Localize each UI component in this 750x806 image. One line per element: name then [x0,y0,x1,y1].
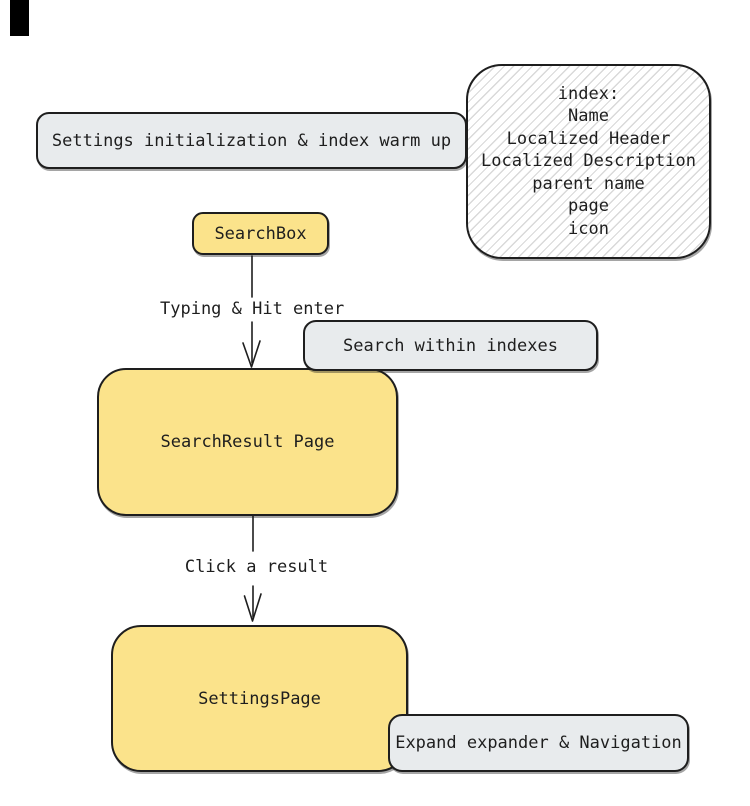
node-index-fields: index: Name Localized Header Localized D… [466,64,711,259]
node-search-within-indexes: Search within indexes [303,320,598,371]
node-settingspage: SettingsPage [111,625,408,772]
node-searchresult-page: SearchResult Page [97,368,398,516]
node-settings-initialization: Settings initialization & index warm up [36,112,467,169]
index-field-line: Localized Header [506,128,671,149]
node-searchbox: SearchBox [192,212,329,255]
arrowhead-down-icon [243,593,262,622]
arrowhead-down-icon [242,340,261,368]
index-field-line: page [568,196,609,217]
node-expand-expander-navigation: Expand expander & Navigation [388,714,689,772]
edge-label-click-a-result: Click a result [184,557,329,577]
index-field-line: Localized Description [481,151,696,172]
black-rectangle-marker [10,0,29,36]
index-field-line: icon [568,218,609,239]
index-field-line: Name [568,106,609,127]
index-field-line: index: [557,84,620,105]
index-field-line: parent name [532,173,645,194]
edge-label-typing-hit-enter: Typing & Hit enter [160,299,345,319]
